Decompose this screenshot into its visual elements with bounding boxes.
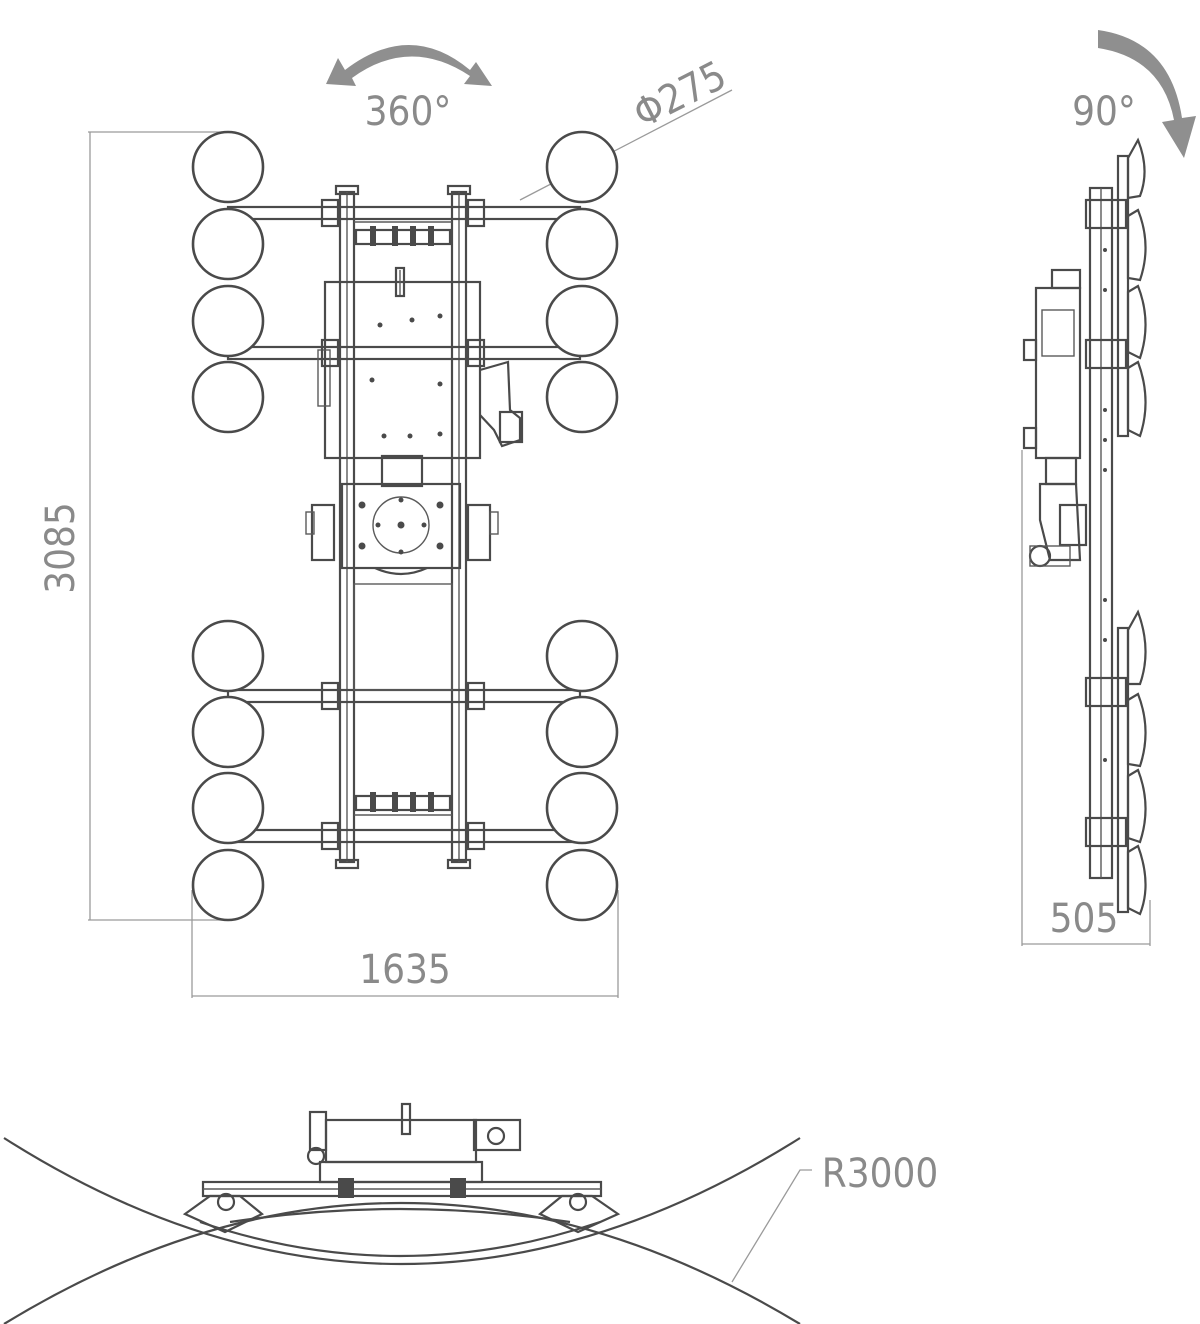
top-view xyxy=(191,130,619,922)
valve-block-bottom xyxy=(354,792,452,812)
width-label: 1635 xyxy=(359,947,451,993)
radius-leader xyxy=(731,1169,812,1283)
rotation-360-label: 360° xyxy=(365,89,452,135)
side-view xyxy=(1022,137,1147,916)
radius-label: R3000 xyxy=(822,1151,939,1197)
depth-label: 505 xyxy=(1050,896,1119,942)
height-dimension xyxy=(88,131,228,921)
valve-block-top xyxy=(354,226,452,246)
rotation-90-label: 90° xyxy=(1072,89,1136,135)
front-view xyxy=(3,1102,801,1324)
suction-cups xyxy=(191,130,619,922)
rotation-360-icon xyxy=(326,45,492,86)
width-dimension xyxy=(191,890,619,998)
depth-dimension xyxy=(1021,450,1151,946)
cup-diameter-label: Φ275 xyxy=(626,52,733,137)
side-holes xyxy=(1103,248,1107,762)
rotation-90-icon xyxy=(1098,30,1196,158)
height-label: 3085 xyxy=(38,502,84,594)
